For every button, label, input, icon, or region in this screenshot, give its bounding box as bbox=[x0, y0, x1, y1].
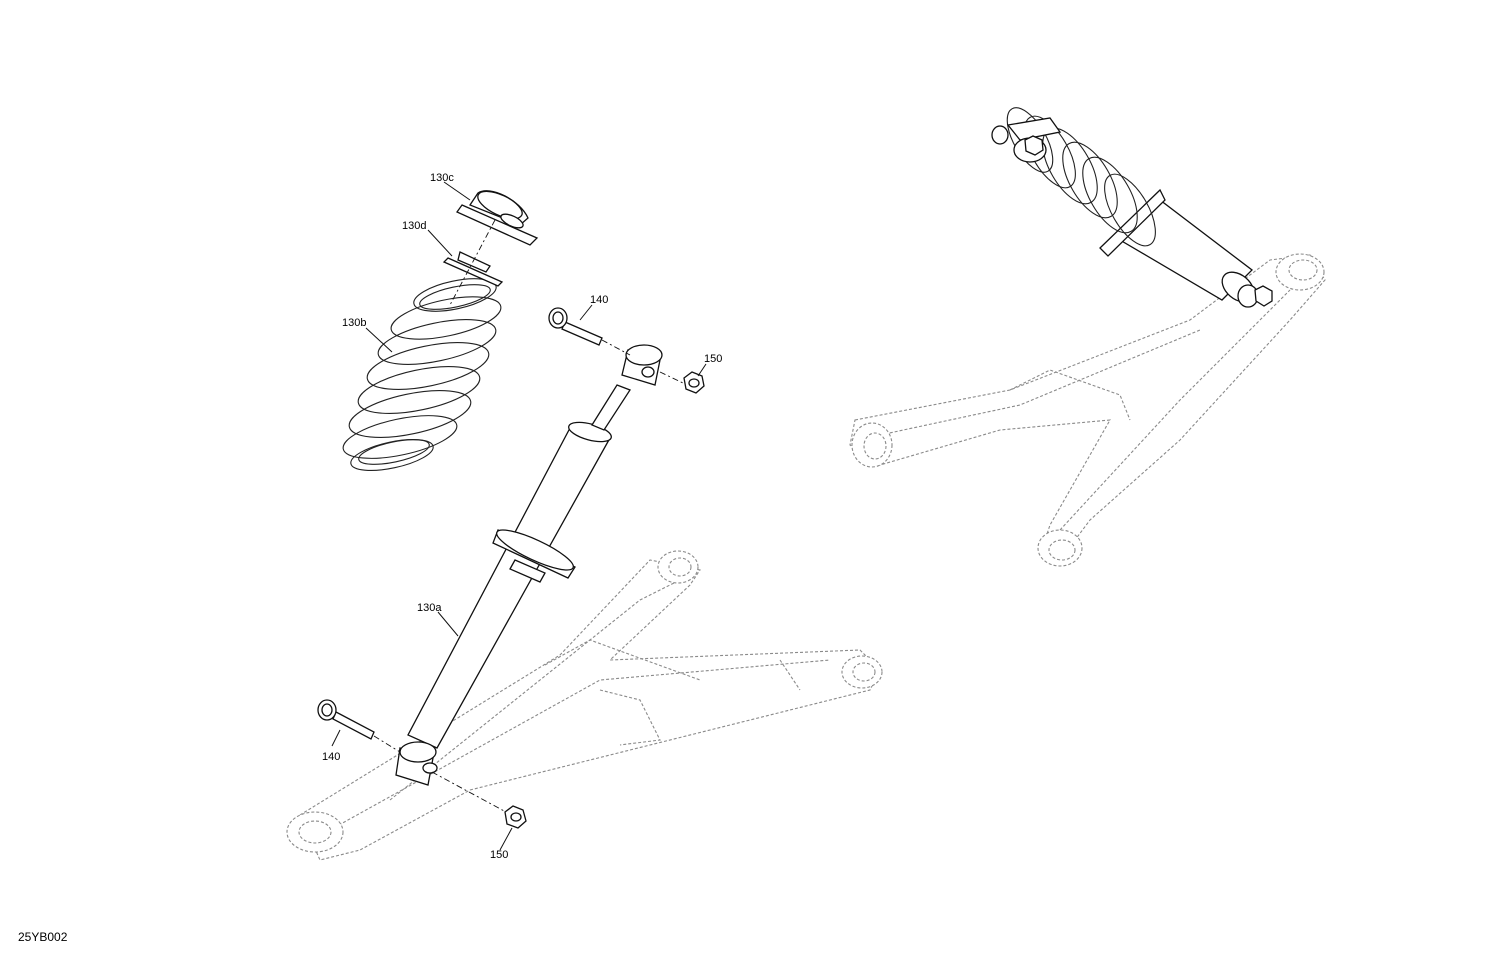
nut-150-top-axis bbox=[659, 371, 684, 384]
leader-140-bottom bbox=[331, 729, 341, 747]
shock-absorber-130a bbox=[395, 344, 663, 786]
spring-retainer-130c bbox=[456, 190, 539, 246]
bolt-140-top-axis bbox=[601, 339, 631, 356]
coil-spring-130b bbox=[342, 278, 502, 471]
nut-150-bottom-axis bbox=[431, 771, 507, 813]
diagram-code: 25YB002 bbox=[18, 930, 68, 944]
shock-centerline bbox=[449, 219, 496, 306]
leader-130c bbox=[443, 181, 471, 201]
callout-130d: 130d bbox=[402, 220, 426, 232]
bolt-140-bottom bbox=[317, 699, 375, 740]
callout-150-top: 150 bbox=[704, 353, 722, 365]
nut-150-bottom bbox=[504, 805, 527, 829]
callout-130b: 130b bbox=[342, 317, 366, 329]
bolt-140-bottom-axis bbox=[373, 735, 401, 753]
bolt-140-top bbox=[548, 307, 603, 346]
leader-150-bottom bbox=[499, 827, 513, 851]
callout-140-top: 140 bbox=[590, 294, 608, 306]
nut-150-top bbox=[683, 371, 705, 394]
leader-130a bbox=[437, 611, 459, 637]
lower-a-arm-left bbox=[286, 550, 883, 861]
leader-150-top bbox=[697, 363, 707, 377]
callout-130a: 130a bbox=[417, 602, 442, 614]
leader-130b bbox=[365, 327, 393, 353]
callout-130c: 130c bbox=[430, 172, 454, 184]
spring-seat-130d bbox=[442, 251, 504, 287]
callout-150-bottom: 150 bbox=[490, 849, 508, 861]
leader-130d bbox=[427, 229, 453, 257]
callout-140-bottom: 140 bbox=[322, 751, 340, 763]
leader-140-top bbox=[579, 304, 593, 321]
shock-assembly-right bbox=[991, 107, 1273, 308]
